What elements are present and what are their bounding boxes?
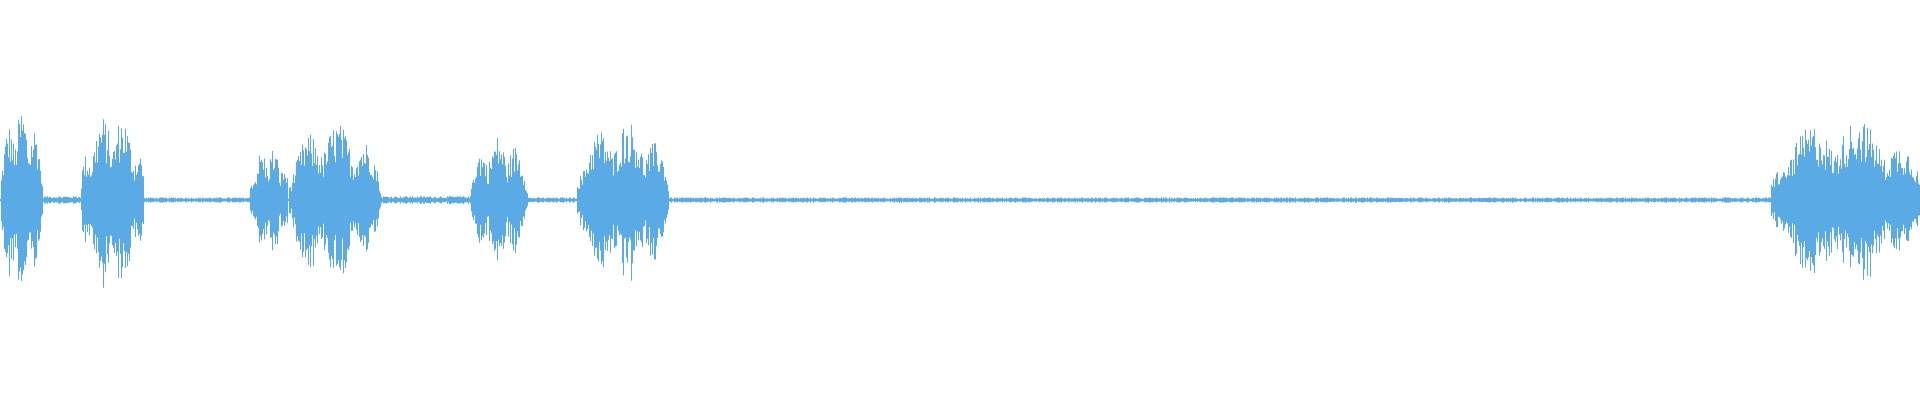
waveform-bars <box>0 115 1920 288</box>
waveform-path <box>0 115 1920 288</box>
